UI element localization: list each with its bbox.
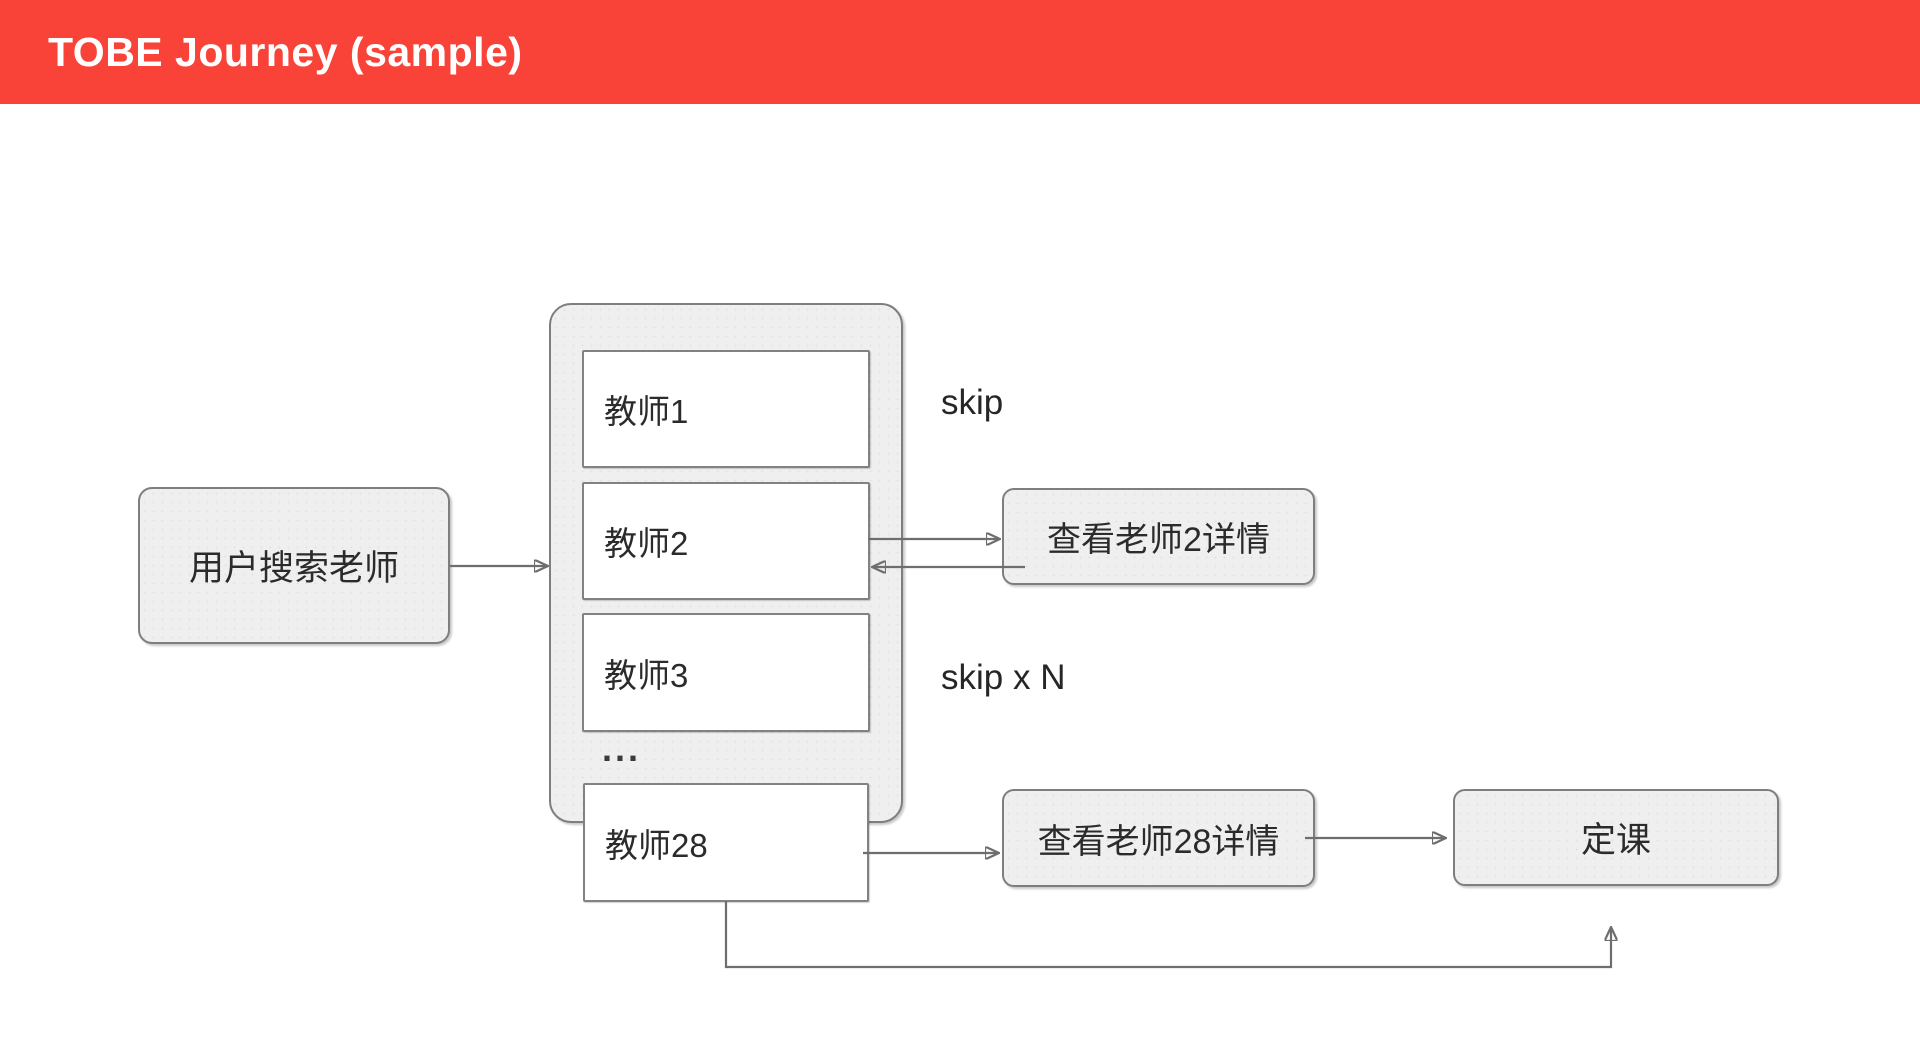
skip-n-label: skip x N (941, 658, 1066, 697)
node-teacher-1: 教师1 (582, 350, 870, 468)
node-teacher-3: 教师3 (582, 613, 870, 732)
header-bar: TOBE Journey (sample) (0, 0, 1920, 104)
skip-label: skip (941, 383, 1004, 422)
node-teacher-28: 教师28 (583, 783, 869, 902)
node-view-teacher28-detail: 查看老师28详情 (1002, 789, 1315, 887)
node-view-teacher2-detail: 查看老师2详情 (1002, 488, 1315, 585)
node-book-lesson: 定课 (1453, 789, 1779, 886)
node-teacher-2: 教师2 (582, 482, 870, 600)
node-user-search: 用户搜索老师 (138, 487, 450, 644)
page-title: TOBE Journey (sample) (48, 28, 523, 75)
list-ellipsis: ... (602, 728, 642, 769)
arrow-teacher28-to-book (724, 901, 1611, 969)
